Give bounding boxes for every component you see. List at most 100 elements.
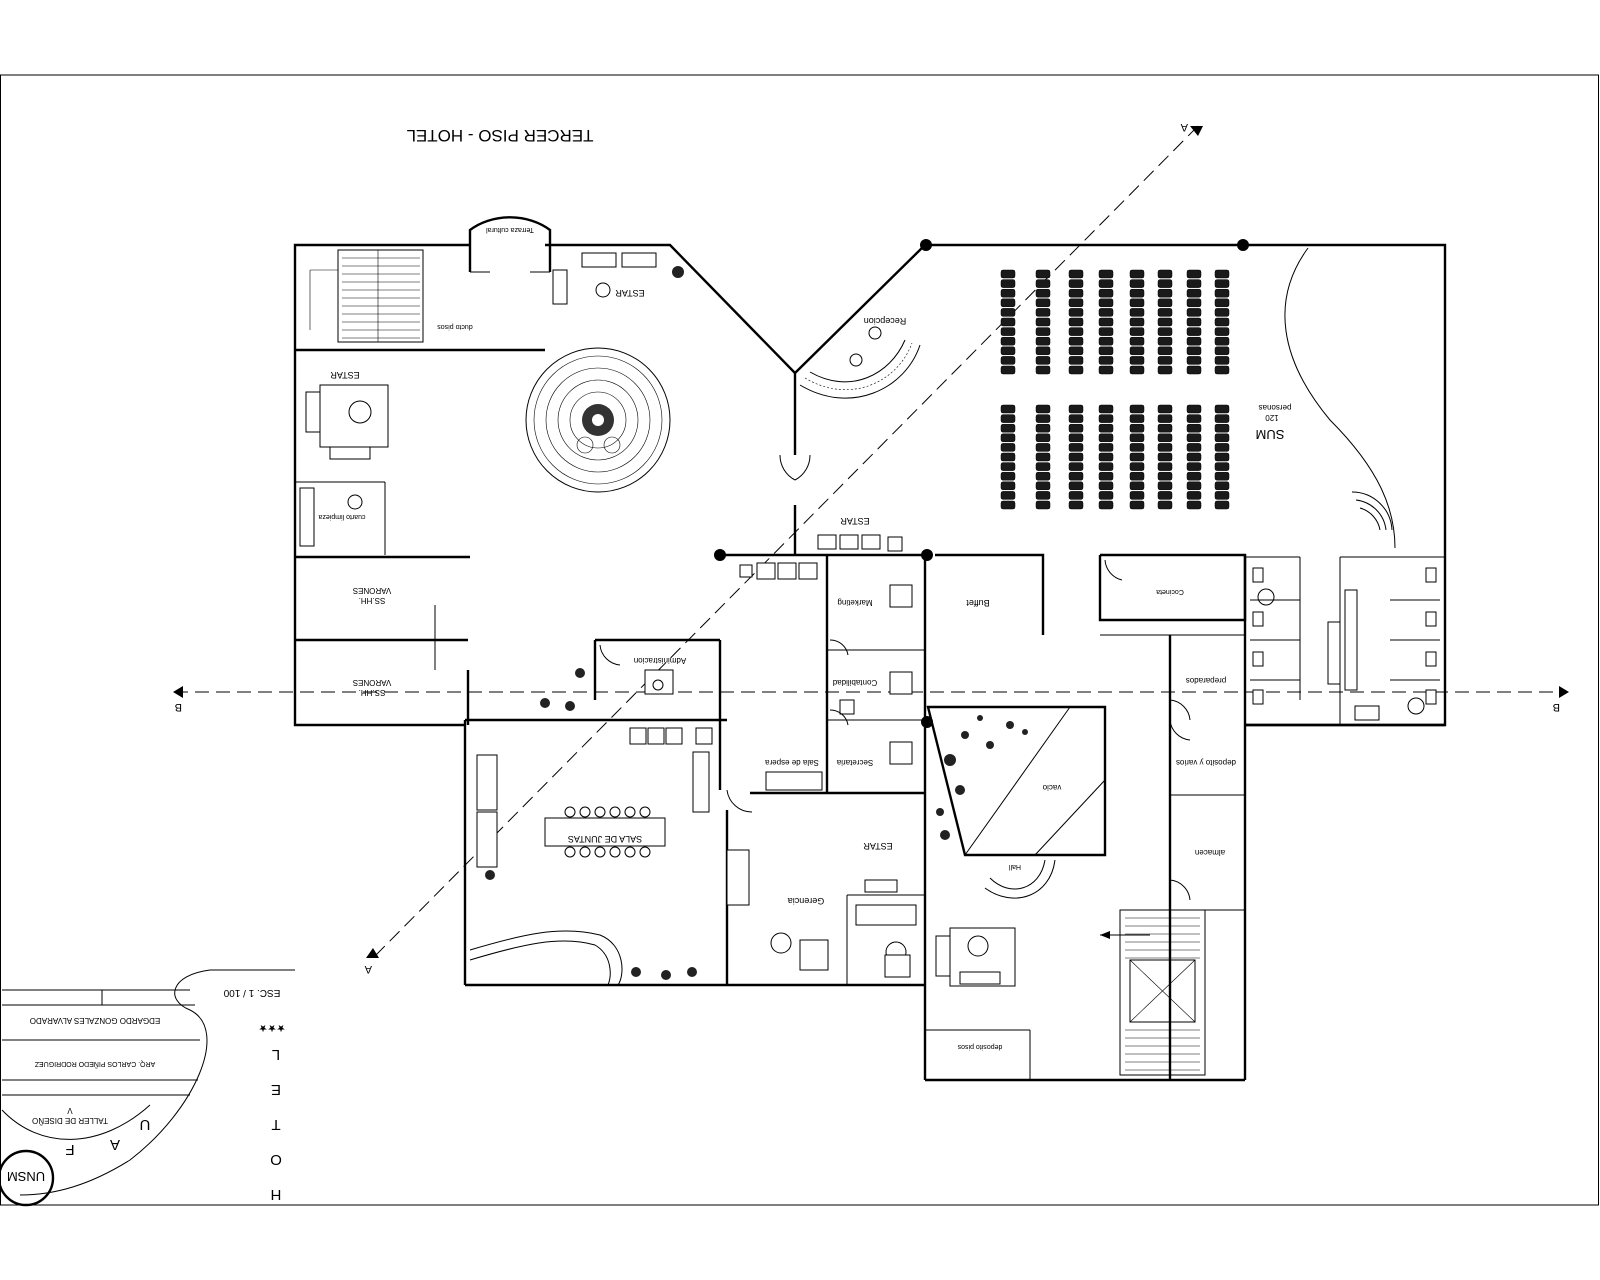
label-cocina: Cocineta	[1156, 588, 1184, 595]
sum-seat	[1035, 288, 1051, 298]
sum-seat	[1068, 346, 1084, 356]
sum-seat	[1157, 433, 1173, 443]
sum-seat	[1186, 471, 1202, 481]
sum-seat	[1186, 452, 1202, 462]
label-ss-hh-2-sub: VARONES	[353, 678, 392, 687]
room-labels: SUM 120 personas Recepcion ESTAR ESTAR E…	[318, 226, 1291, 1050]
sum-seat	[1035, 346, 1051, 356]
sum-seat	[1000, 279, 1016, 288]
sum-seat	[1035, 433, 1051, 443]
sum-seat	[1068, 279, 1084, 288]
section-a-top-label: A	[1180, 121, 1188, 133]
sum-seat	[1157, 443, 1173, 452]
sum-seat	[1157, 414, 1173, 423]
title-scale: ESC. 1 / 100	[223, 987, 280, 998]
sum-seat	[1068, 356, 1084, 365]
sum-seat	[1157, 471, 1173, 481]
sum-seat	[1068, 452, 1084, 462]
sum-seat	[1157, 404, 1173, 414]
title-faculty-a: A	[110, 1136, 120, 1153]
sum-seat	[1000, 356, 1016, 365]
label-ss-hh-1-sub: VARONES	[353, 586, 392, 595]
sum-seat	[1000, 317, 1016, 327]
sum-seating	[1000, 269, 1230, 510]
plan-title: TERCER PISO - HOTEL	[406, 126, 593, 145]
sum-seat	[1000, 491, 1016, 500]
sum-seat	[1186, 356, 1202, 365]
sum-seat	[1157, 298, 1173, 308]
sum-seat	[1214, 462, 1230, 471]
section-line-b: B B	[173, 686, 1569, 713]
title-faculty-u: U	[140, 1116, 151, 1133]
sum-seat	[1214, 327, 1230, 336]
label-almacen: almacen	[1195, 848, 1225, 857]
label-sala-espera: Sala de espera	[765, 758, 819, 767]
label-marketing: Marketing	[837, 598, 872, 607]
sum-seat	[1098, 298, 1114, 308]
lounge-furniture	[299, 252, 1056, 987]
sum-seat	[1000, 433, 1016, 443]
sum-seat	[1129, 298, 1145, 308]
sum-seat	[1157, 500, 1173, 510]
sum-seat	[1214, 404, 1230, 414]
sum-seat	[1068, 462, 1084, 471]
section-b-left-label: B	[175, 701, 182, 713]
sum-seat	[1129, 452, 1145, 462]
sum-seat	[1068, 443, 1084, 452]
project-letter-h: H	[271, 1186, 282, 1203]
sum-seat	[1035, 414, 1051, 423]
sum-seat	[1186, 288, 1202, 298]
label-preparados: preparados	[1186, 676, 1226, 685]
project-letter-l: L	[272, 1046, 280, 1063]
sum-seat	[1098, 414, 1114, 423]
sum-seat	[1129, 500, 1145, 510]
sum-seat	[1214, 308, 1230, 317]
sum-seat	[1129, 327, 1145, 336]
sum-seat	[1129, 365, 1145, 375]
sum-seat	[1000, 462, 1016, 471]
title-professor: ARQ. CARLOS PIÑEDO RODRIGUEZ	[34, 1060, 155, 1069]
sum-seat	[1068, 433, 1084, 443]
sum-seat	[1098, 481, 1114, 491]
sum-seat	[1098, 404, 1114, 414]
sum-seat	[1214, 336, 1230, 346]
sum-seat	[1157, 336, 1173, 346]
label-ducto: ducto pisos	[437, 323, 473, 330]
sum-seat	[1129, 414, 1145, 423]
sum-seat	[1129, 308, 1145, 317]
door-swings	[599, 454, 1191, 901]
label-sum: SUM	[1256, 427, 1285, 442]
label-contabilidad: Contabilidad	[833, 678, 877, 687]
sum-seat	[1098, 433, 1114, 443]
sum-seat	[1186, 346, 1202, 356]
sum-seat	[1068, 298, 1084, 308]
label-hall: Hall	[1009, 863, 1022, 870]
sum-seat	[1035, 443, 1051, 452]
project-letter-t: T	[271, 1116, 280, 1133]
label-buffet: Buffet	[966, 598, 990, 608]
sum-seat	[1000, 471, 1016, 481]
sum-seat	[1129, 336, 1145, 346]
sum-seat	[1214, 298, 1230, 308]
sum-seat	[1186, 327, 1202, 336]
label-sum-sub: personas	[1259, 403, 1292, 412]
sum-seat	[1098, 327, 1114, 336]
toilet-fixtures	[1252, 567, 1437, 721]
sum-seat	[1157, 346, 1173, 356]
section-a-bottom-label: A	[364, 963, 372, 975]
sum-seat	[1068, 481, 1084, 491]
sum-seat	[1098, 462, 1114, 471]
sum-seat	[1129, 317, 1145, 327]
sum-seat	[1157, 288, 1173, 298]
sum-seat	[1035, 452, 1051, 462]
sum-seat	[1068, 317, 1084, 327]
fountain	[525, 347, 671, 493]
sum-seat	[1214, 279, 1230, 288]
sum-seat	[1068, 414, 1084, 423]
sum-seat	[1068, 404, 1084, 414]
sum-seat	[1129, 481, 1145, 491]
label-sum-capacity: 120	[1265, 413, 1279, 422]
sum-seat	[1214, 414, 1230, 423]
sum-seat	[1098, 500, 1114, 510]
sum-seat	[1035, 423, 1051, 433]
